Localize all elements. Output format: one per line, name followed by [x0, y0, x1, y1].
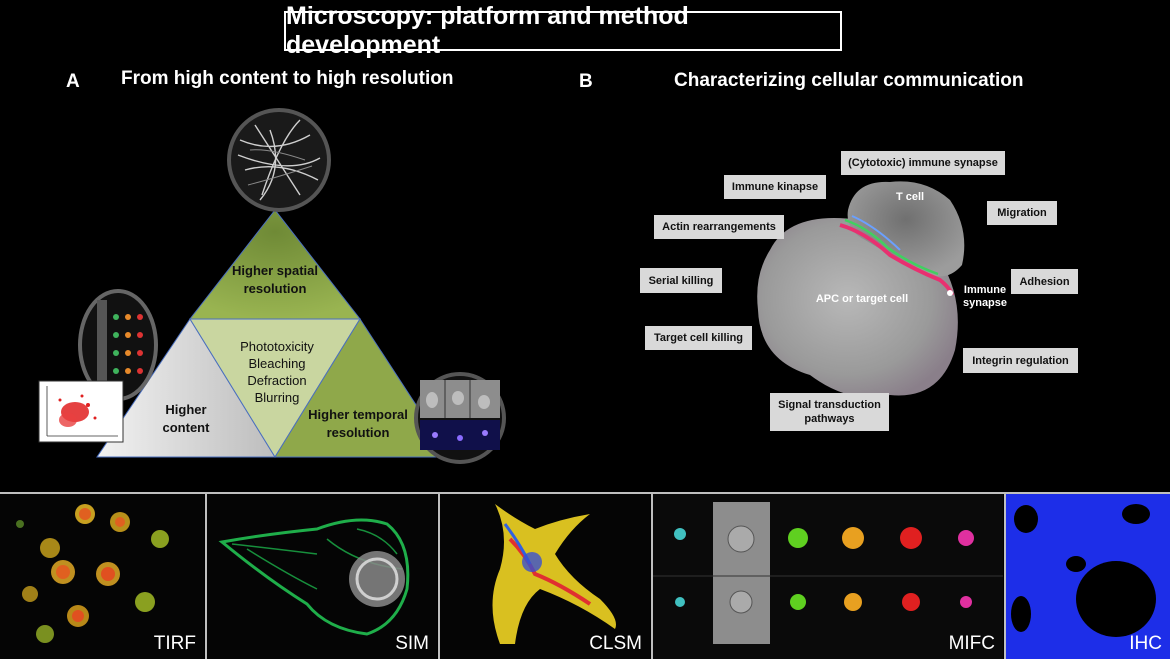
flow-cytometry-scatter-plot — [38, 380, 124, 443]
high-temporal-image-circle — [414, 372, 506, 464]
ihc-label: IHC — [1129, 633, 1162, 654]
clsm-panel: CLSM — [438, 494, 650, 659]
higher-spatial-resolution-label: Higher spatial resolution — [232, 263, 318, 296]
actin-rearrangements-box: Actin rearrangements — [654, 215, 784, 239]
panel-a-letter: A — [66, 71, 80, 92]
artifact-blurring: Blurring — [254, 390, 300, 405]
strip-divider — [0, 492, 1170, 494]
target-cell-killing-box: Target cell killing — [645, 326, 752, 350]
higher-content-label: Higher content — [162, 402, 210, 435]
migration-box: Migration — [987, 201, 1057, 225]
immune-synapse-label: Immune synapse — [962, 284, 1008, 309]
mifc-label: MIFC — [948, 633, 995, 654]
high-resolution-image-circle — [227, 108, 331, 212]
artifact-defraction: Defraction — [247, 373, 307, 388]
triangle-right-green — [274, 318, 451, 458]
sim-image — [207, 494, 437, 659]
immune-synapse-interface — [839, 223, 954, 296]
sim-label: SIM — [395, 633, 429, 654]
ihc-image — [1006, 494, 1170, 659]
cytotoxic-immune-synapse-box: (Cytotoxic) immune synapse — [841, 151, 1005, 175]
clsm-image — [440, 494, 650, 659]
ihc-panel: IHC — [1004, 494, 1170, 659]
immune-kinapse-box: Immune kinapse — [724, 175, 826, 199]
artifacts-list: Phototoxicity Bleaching Defraction Blurr… — [222, 338, 332, 406]
clsm-label: CLSM — [589, 633, 642, 654]
resolution-triangle-diagram — [38, 108, 506, 464]
high-content-image-oval — [78, 289, 158, 401]
tirf-label: TIRF — [153, 633, 196, 654]
mifc-panel: MIFC — [651, 494, 1003, 659]
artifact-bleaching: Bleaching — [248, 356, 306, 371]
higher-temporal-resolution-label: Higher temporal resolution — [308, 407, 408, 440]
apc-label: APC or target cell — [815, 293, 909, 305]
panel-b-letter: B — [579, 71, 593, 92]
t-cell — [847, 181, 965, 277]
page-title: Microscopy: platform and method developm… — [284, 2, 842, 59]
tirf-panel: TIRF — [0, 494, 204, 659]
panel-a-heading: From high content to high resolution — [121, 68, 454, 89]
artifact-phototoxicity: Phototoxicity — [240, 339, 314, 354]
adhesion-box: Adhesion — [1011, 269, 1078, 294]
integrin-regulation-box: Integrin regulation — [963, 348, 1078, 373]
panel-b-heading: Characterizing cellular communication — [674, 70, 1024, 91]
tirf-image — [0, 494, 204, 659]
signal-transduction-box: Signal transduction pathways — [770, 393, 889, 431]
serial-killing-box: Serial killing — [640, 268, 722, 293]
sim-panel: SIM — [205, 494, 437, 659]
cell-conjugate-image — [757, 181, 965, 398]
mifc-image — [653, 494, 1003, 659]
t-cell-label: T cell — [895, 191, 925, 203]
